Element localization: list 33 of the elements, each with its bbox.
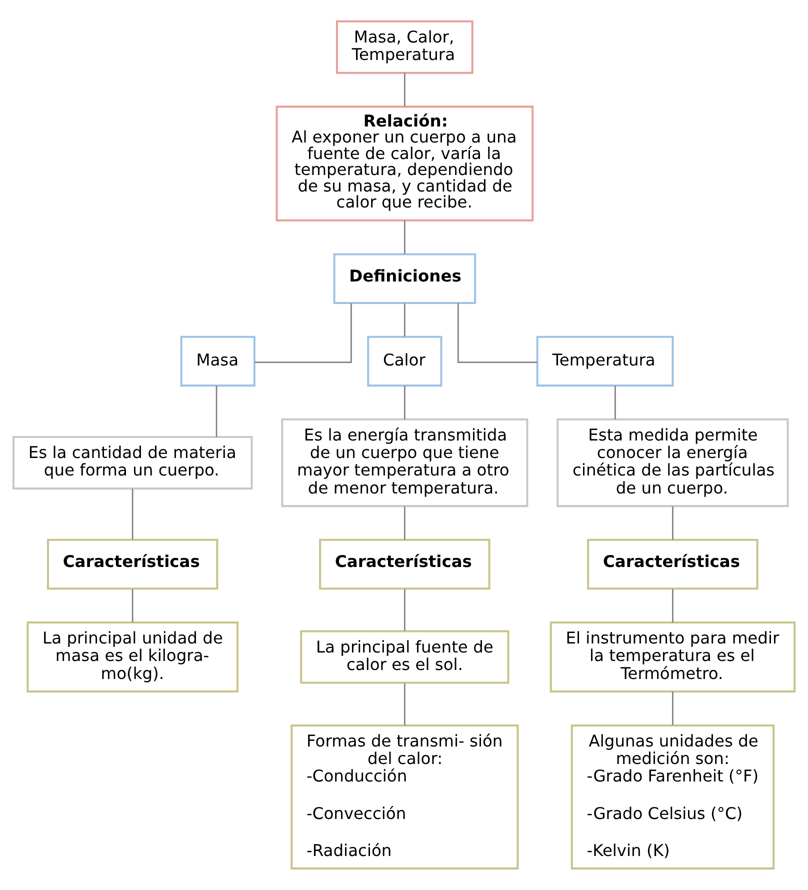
node-box: La principal unidad de masa es el kilogra- mo(kg). xyxy=(26,621,238,693)
connector xyxy=(404,303,406,336)
node-box: Formas de transmi- sión del calor: -Conducción -Convección -Radiación xyxy=(290,724,519,870)
node-box: Características xyxy=(319,538,490,590)
node-box: Masa xyxy=(180,336,256,387)
connector xyxy=(404,72,406,106)
connector xyxy=(614,386,616,420)
node-box: Masa, Calor, Temperatura xyxy=(336,20,474,74)
connector xyxy=(254,303,352,363)
node-box: Es la energía transmitida de un cuerpo que tiene mayor temperatura a otro de menor temperatura. xyxy=(281,418,528,508)
node-box: Algunas unidades de medición son: -Grado Farenheit (°F) -Grado Celsius (°C) -Kelvin (K) xyxy=(570,724,775,870)
node-box: Temperatura xyxy=(536,336,674,387)
node-box: Es la cantidad de materia que forma un cuerpo. xyxy=(12,436,253,490)
connector xyxy=(404,506,406,540)
connector xyxy=(404,220,406,254)
connector xyxy=(457,303,538,363)
connector xyxy=(672,692,674,725)
connector xyxy=(132,589,134,622)
node-box: Relación: Al exponer un cuerpo a una fuente de calor, varía la temperatura, dependiendo de su masa, y cantidad de calor que recibe. xyxy=(276,106,534,222)
node-box: Características xyxy=(46,538,218,590)
connector xyxy=(672,589,674,622)
node-box: El instrumento para medir la temperatura es el Termómetro. xyxy=(550,621,796,693)
connector xyxy=(404,683,406,726)
connector xyxy=(404,589,406,631)
connector xyxy=(216,386,218,437)
node-box: La principal fuente de calor es el sol. xyxy=(300,630,510,684)
connector xyxy=(132,488,134,540)
node-box: Esta medida permite conocer la energía cinética de las partículas de un cuerpo. xyxy=(556,418,789,508)
connector xyxy=(672,506,674,540)
node-box: Definiciones xyxy=(333,253,476,304)
node-box: Características xyxy=(587,538,758,590)
node-box: Calor xyxy=(367,336,442,387)
connector xyxy=(404,386,406,420)
